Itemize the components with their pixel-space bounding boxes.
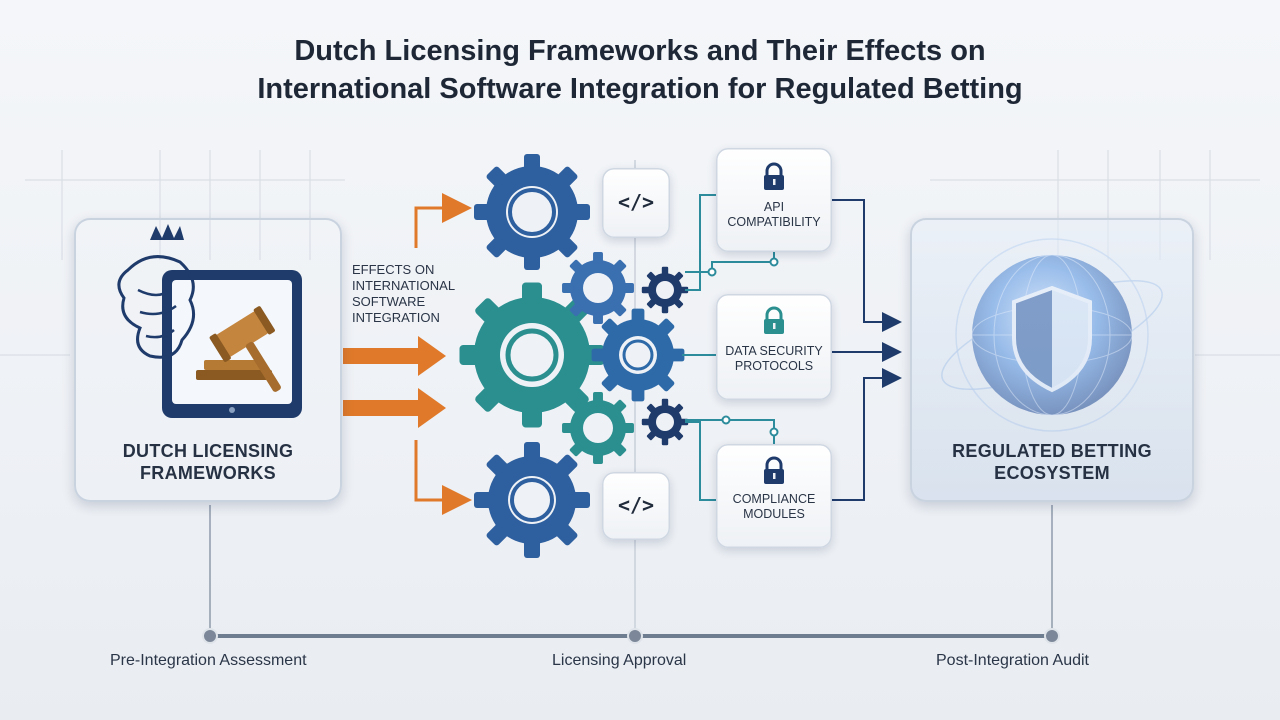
- code-icon: </>: [617, 190, 655, 214]
- source-node-card: Dutch Licensing Frameworks: [74, 218, 342, 502]
- influence-arrows: [343, 193, 472, 515]
- module-label: Data Security Protocols: [716, 344, 832, 374]
- module-card-compliance: Compliance Modules: [716, 444, 832, 548]
- timeline-node: [627, 628, 643, 644]
- timeline-node: [202, 628, 218, 644]
- label-line: Ecosystem: [994, 463, 1110, 483]
- label-line: API: [763, 200, 785, 214]
- code-box: </>: [602, 472, 670, 540]
- lion-gavel-tablet-icon: [117, 224, 302, 418]
- label-line: Protocols: [734, 359, 814, 373]
- ecosystem-connectors: [832, 199, 902, 501]
- timeline-stage-label: Licensing Approval: [552, 652, 687, 669]
- code-box: </>: [602, 168, 670, 238]
- timeline-stage-label: Pre-Integration Assessment: [110, 652, 307, 669]
- effects-line: Integration: [352, 310, 440, 325]
- background-grid: [0, 150, 1280, 356]
- target-node-card: Regulated Betting Ecosystem: [910, 218, 1194, 502]
- lock-icon: [764, 162, 784, 190]
- gear-cluster: [459, 154, 689, 558]
- timeline-node: [1044, 628, 1060, 644]
- effects-label: Effects on International Software Integr…: [352, 262, 482, 326]
- label-line: Data Security: [725, 344, 823, 358]
- page-title: Dutch Licensing Frameworks and Their Eff…: [140, 32, 1140, 108]
- title-line: Dutch Licensing Frameworks and Their Eff…: [294, 35, 986, 67]
- label-line: Frameworks: [140, 463, 276, 483]
- label-line: Regulated Betting: [952, 441, 1152, 461]
- target-node-label: Regulated Betting Ecosystem: [910, 440, 1194, 484]
- module-card-api: API Compatibility: [716, 148, 832, 252]
- timeline-stage-label: Post-Integration Audit: [936, 652, 1089, 669]
- label-line: Compliance: [732, 492, 816, 506]
- lock-icon: [764, 456, 784, 484]
- label-line: Modules: [743, 507, 805, 521]
- effects-line: Effects on: [352, 262, 435, 277]
- label-line: Dutch Licensing: [122, 441, 294, 461]
- title-line: International Software Integration for R…: [257, 73, 1023, 105]
- effects-line: Software: [352, 294, 426, 309]
- module-label: Compliance Modules: [716, 492, 832, 522]
- label-line: Compatibility: [727, 215, 821, 229]
- lock-icon: [764, 306, 784, 334]
- effects-line: International: [352, 278, 456, 293]
- module-label: API Compatibility: [716, 200, 832, 230]
- code-icon: </>: [617, 493, 655, 517]
- module-card-data-security: Data Security Protocols: [716, 294, 832, 400]
- source-node-label: Dutch Licensing Frameworks: [74, 440, 342, 484]
